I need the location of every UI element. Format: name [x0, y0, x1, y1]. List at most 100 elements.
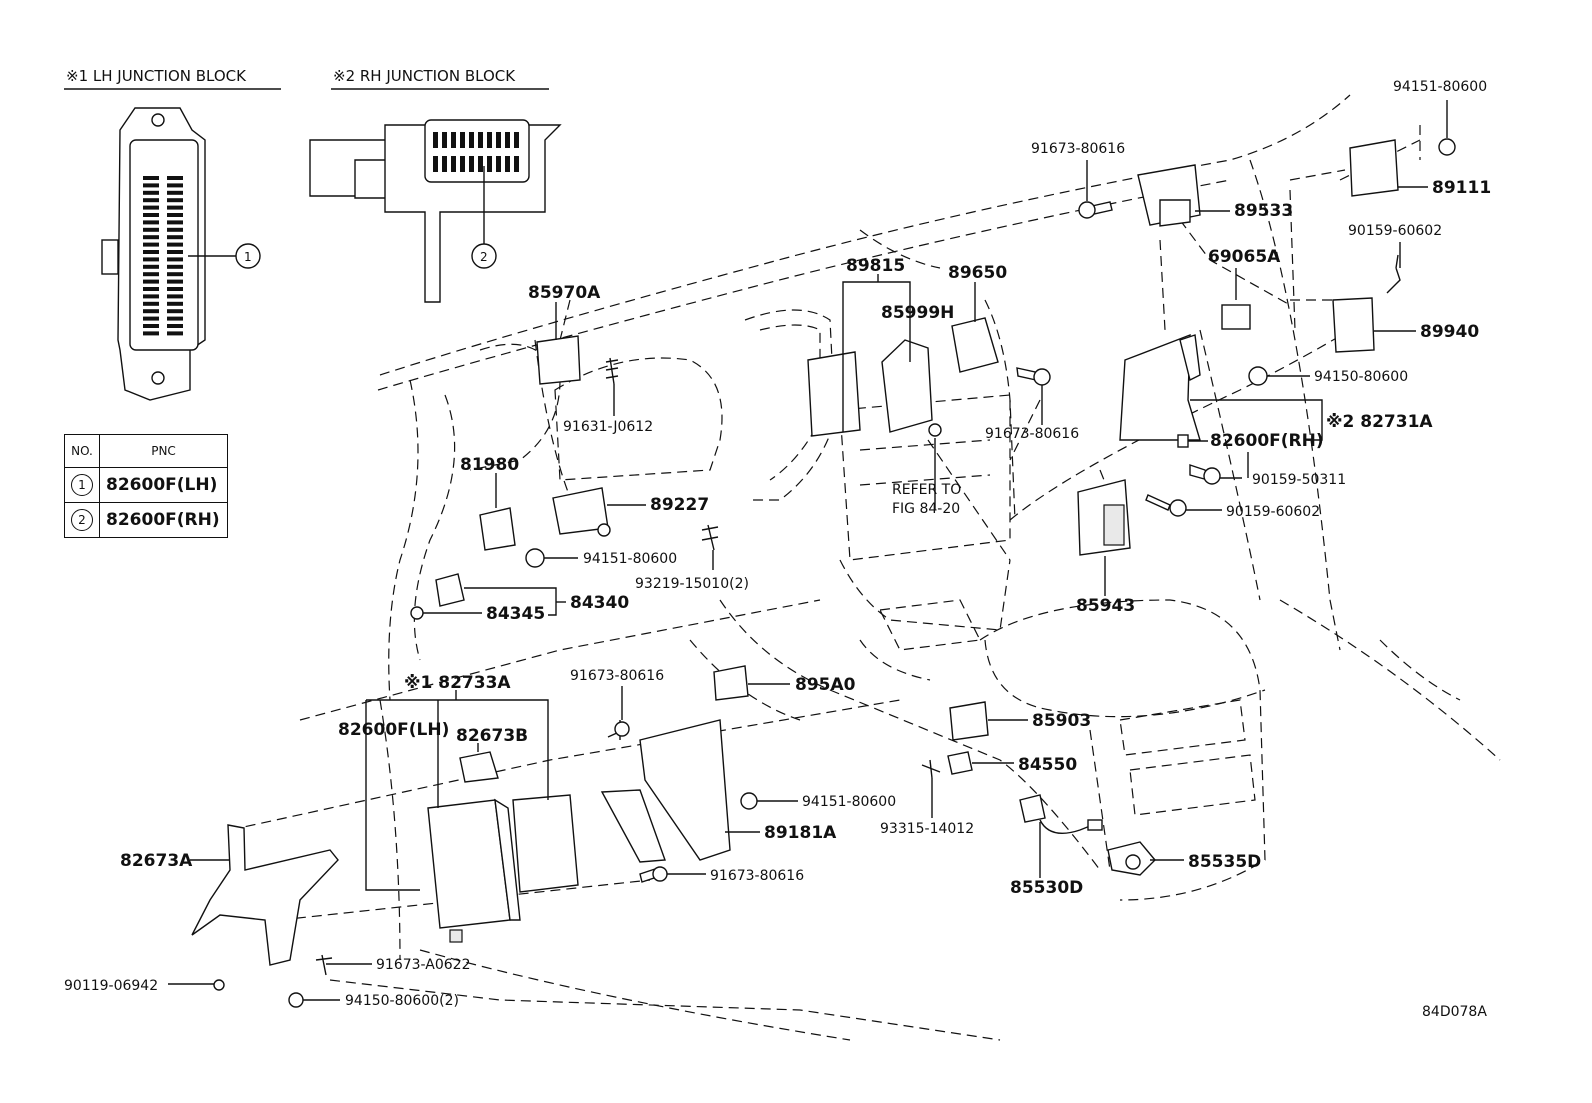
label-85999H: 85999H [881, 303, 954, 323]
fuse-slot [496, 132, 501, 148]
rh-junction-block-header: ※2 RH JUNCTION BLOCK [333, 67, 516, 85]
fuse-slot [143, 242, 159, 247]
fuse-slot [167, 235, 183, 240]
pnc-table: NO. PNC 1 82600F(LH) 2 82600F(RH) [64, 434, 228, 538]
label-85530D: 85530D [1010, 878, 1083, 898]
fuse-slot [143, 316, 159, 321]
fuse-slot [143, 227, 159, 232]
label-93315-14012: 93315-14012 [880, 821, 974, 837]
label-85970A: 85970A [528, 283, 601, 303]
fuse-slot [167, 227, 183, 232]
label-82600F-LH: 82600F(LH) [338, 720, 449, 740]
pnc-table-header: NO. PNC [64, 434, 228, 468]
label-90159-60602-tr: 90159-60602 [1348, 223, 1442, 239]
callout-1-label: 1 [244, 250, 252, 264]
fuse-slot [143, 250, 159, 254]
label-94150-80600-r: 94150-80600 [1314, 369, 1408, 385]
label-90119-06942: 90119-06942 [64, 978, 158, 994]
label-85903: 85903 [1032, 711, 1091, 731]
fuse-slot [460, 132, 465, 148]
col-pnc-header: PNC [99, 434, 228, 468]
lh-junction-block-header: ※1 LH JUNCTION BLOCK [66, 67, 247, 85]
fuse-slot [143, 183, 159, 188]
fuse-slot [442, 132, 447, 148]
fuse-slot [143, 205, 159, 210]
row-no-1: 1 [71, 474, 93, 496]
fuse-slot [487, 156, 492, 172]
fuse-slot [469, 156, 474, 172]
fuse-slot [143, 309, 159, 314]
fuse-slot [167, 272, 183, 277]
fuse-slot [143, 235, 159, 240]
fuse-slot [167, 324, 183, 328]
col-no-header: NO. [64, 434, 100, 468]
fuse-slot [143, 213, 159, 217]
label-85943: 85943 [1076, 596, 1135, 616]
fuse-slot [167, 279, 183, 284]
fuse-slot [143, 190, 159, 195]
fuse-slot [167, 220, 183, 225]
label-69065A: 69065A [1208, 247, 1281, 267]
fuse-slot [442, 156, 447, 172]
label-89181A: 89181A [764, 823, 837, 843]
fuse-slot [143, 279, 159, 284]
label-91673-80616-mid: 91673-80616 [985, 426, 1079, 442]
label-84340: 84340 [570, 593, 629, 613]
label-89533: 89533 [1234, 201, 1293, 221]
fuse-slot [143, 198, 159, 203]
label-91631-J0612: 91631-J0612 [563, 419, 653, 435]
label-91673-80616-bot: 91673-80616 [710, 868, 804, 884]
fuse-slot [143, 324, 159, 328]
fuse-slot [505, 132, 510, 148]
fuse-slot [167, 183, 183, 188]
fuse-slot [143, 264, 159, 269]
fuse-slot [143, 272, 159, 277]
fuse-slot [143, 294, 159, 299]
fuse-slot [451, 156, 456, 172]
fuse-slot [505, 156, 510, 172]
label-94151-80600-low: 94151-80600 [802, 794, 896, 810]
lh-junction-block-drawing: 1 [101, 107, 261, 401]
fuse-slot [167, 331, 183, 336]
fuse-slot [478, 132, 483, 148]
label-895A0: 895A0 [795, 675, 856, 695]
row-pnc-2: 82600F(RH) [99, 502, 228, 538]
fuse-slot [143, 220, 159, 225]
label-89227: 89227 [650, 495, 709, 515]
label-89815: 89815 [846, 256, 905, 276]
label-82673A: 82673A [120, 851, 193, 871]
fuse-slot [487, 132, 492, 148]
leader-lines [168, 100, 1448, 1001]
fuse-slot [167, 198, 183, 203]
refer-note-line-2: FIG 84-20 [892, 501, 960, 517]
fuse-slot [167, 264, 183, 269]
table-row: 2 82600F(RH) [64, 502, 228, 538]
row-pnc-1: 82600F(LH) [99, 467, 228, 503]
fuse-slot [167, 205, 183, 210]
label-90159-50311: 90159-50311 [1252, 472, 1346, 488]
label-89650: 89650 [948, 263, 1007, 283]
label-82673B: 82673B [456, 726, 528, 746]
label-93219-15010: 93219-15010(2) [635, 576, 749, 592]
callout-1-circle [235, 243, 261, 269]
label-89111: 89111 [1432, 178, 1491, 198]
part-labels: 94151-80600 89111 91673-80616 89533 6906… [64, 79, 1491, 1009]
label-91673-80616-low: 91673-80616 [570, 668, 664, 684]
row-no-2: 2 [71, 509, 93, 531]
label-91673-80616-top: 91673-80616 [1031, 141, 1125, 157]
figure-id: 84D078A [1422, 1004, 1487, 1020]
label-81980: 81980 [460, 455, 519, 475]
fuse-slot [167, 242, 183, 247]
fuse-slot [478, 156, 483, 172]
dashboard-outline [229, 94, 1501, 1041]
label-84345: 84345 [486, 604, 545, 624]
fuse-slot [143, 287, 159, 291]
fuse-slot [514, 156, 519, 172]
fuse-slot [143, 331, 159, 336]
fuse-slot [514, 132, 519, 148]
fuse-slot [167, 257, 183, 262]
label-90159-60602-r: 90159-60602 [1226, 504, 1320, 520]
label-85535D: 85535D [1188, 852, 1261, 872]
